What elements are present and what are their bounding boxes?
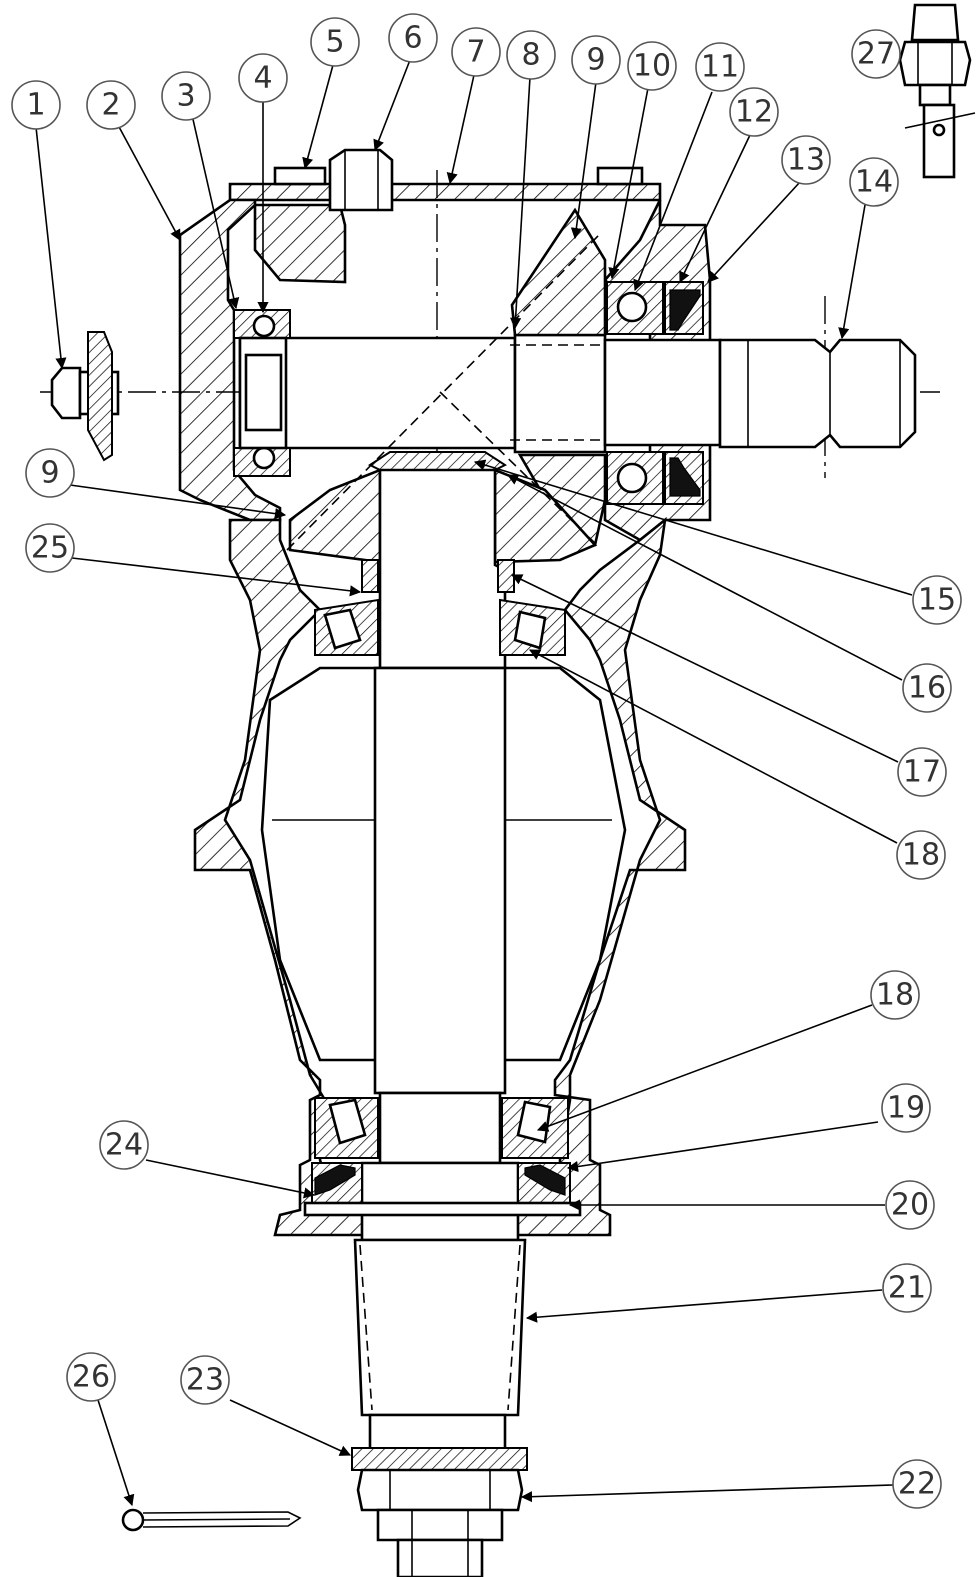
callout-23: 23 (180, 1355, 230, 1405)
callout-24: 24 (99, 1120, 149, 1170)
output-shaft (353, 468, 527, 1457)
upper-taper-bearing (314, 598, 566, 656)
callout-12: 12 (729, 87, 779, 137)
svg-text:24: 24 (105, 1128, 143, 1163)
callout-27: 27 (851, 29, 901, 79)
input-oil-seal (664, 281, 704, 505)
svg-text:22: 22 (898, 1467, 936, 1502)
callout-17: 17 (897, 747, 947, 797)
svg-text:4: 4 (253, 61, 272, 96)
svg-text:9: 9 (586, 43, 605, 78)
input-shaft (238, 333, 917, 454)
sensor-fitting (898, 3, 976, 179)
svg-text:13: 13 (787, 143, 825, 178)
callout-14: 14 (849, 157, 899, 207)
svg-text:18: 18 (902, 838, 940, 873)
callout-9-lower: 9 (25, 448, 75, 498)
svg-text:20: 20 (891, 1188, 929, 1223)
castle-nut (356, 1468, 524, 1577)
callout-4: 4 (238, 53, 288, 103)
svg-text:9: 9 (40, 456, 59, 491)
leader-lines (35, 59, 913, 1507)
svg-text:14: 14 (855, 165, 893, 200)
svg-text:6: 6 (403, 21, 422, 56)
callout-26: 26 (66, 1352, 116, 1402)
svg-text:2: 2 (101, 88, 120, 123)
callouts: 1 2 3 4 5 6 7 8 9 10 11 12 13 14 9 25 15… (11, 13, 962, 1509)
svg-text:5: 5 (325, 25, 344, 60)
callout-18-lower: 18 (870, 970, 920, 1020)
callout-13: 13 (781, 135, 831, 185)
svg-text:21: 21 (888, 1271, 926, 1306)
svg-text:1: 1 (26, 88, 45, 123)
svg-text:10: 10 (633, 49, 671, 84)
callout-7: 7 (451, 27, 501, 77)
callout-20: 20 (885, 1180, 935, 1230)
callout-18-upper: 18 (896, 830, 946, 880)
svg-text:11: 11 (701, 50, 739, 85)
svg-text:27: 27 (857, 37, 895, 72)
svg-text:7: 7 (466, 35, 485, 70)
cotter-pin (121, 1508, 302, 1532)
callout-11: 11 (695, 42, 745, 92)
callout-22: 22 (892, 1459, 942, 1509)
right-ball-bearing (606, 281, 664, 505)
svg-text:23: 23 (186, 1363, 224, 1398)
svg-text:16: 16 (908, 671, 946, 706)
top-cover (228, 182, 662, 202)
callout-15: 15 (912, 575, 962, 625)
svg-text:15: 15 (918, 583, 956, 618)
svg-text:3: 3 (176, 79, 195, 114)
callout-8: 8 (506, 30, 556, 80)
spacer-sleeves (361, 559, 515, 593)
svg-text:18: 18 (876, 978, 914, 1013)
callout-21: 21 (882, 1263, 932, 1313)
shaft-extension (718, 338, 917, 449)
svg-text:19: 19 (887, 1091, 925, 1126)
callout-6: 6 (388, 13, 438, 63)
output-oil-seal (303, 1162, 582, 1217)
callout-9-upper: 9 (571, 35, 621, 85)
breather-plug (50, 331, 120, 462)
lock-washer (351, 1447, 528, 1471)
callout-10: 10 (627, 41, 677, 91)
callout-16: 16 (902, 663, 952, 713)
svg-text:26: 26 (72, 1360, 110, 1395)
cover-bolts (273, 148, 644, 212)
lower-taper-bearing (314, 1097, 569, 1159)
callout-5: 5 (310, 17, 360, 67)
svg-text:8: 8 (521, 38, 540, 73)
callout-2: 2 (86, 80, 136, 130)
callout-19: 19 (881, 1083, 931, 1133)
svg-text:12: 12 (735, 95, 773, 130)
left-ball-bearing (233, 309, 291, 477)
callout-25: 25 (25, 523, 75, 573)
svg-text:17: 17 (903, 755, 941, 790)
callout-3: 3 (161, 71, 211, 121)
callout-1: 1 (11, 80, 61, 130)
svg-text:25: 25 (31, 531, 69, 566)
